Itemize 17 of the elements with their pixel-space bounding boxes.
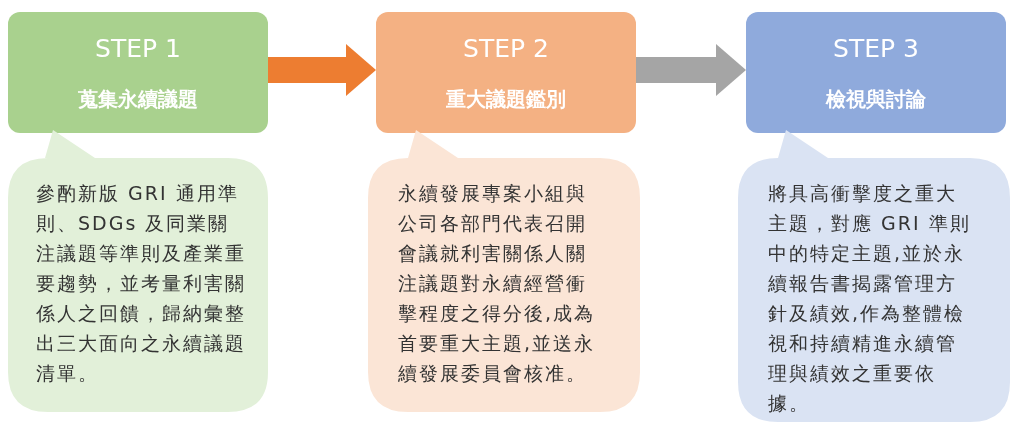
step-title: 重大議題鑑別 [445,86,567,113]
step-title: 蒐集永續議題 [77,86,199,113]
speech-bubble [738,130,1010,422]
description-text: 將具高衝擊度之重大主題，對應 GRI 準則中的特定主題,並於永續報告書揭露管理方針及績效,作為整體檢視和持續精進永續管理與績效之重要依據。 [768,181,972,416]
description-text: 永續發展專案小組與公司各部門代表召開會議就利害關係人關注議題對永續經營衝擊程度之得分後,成為首要重大主題,並送永續發展委員會核准。 [398,181,597,386]
step-box [8,12,268,133]
speech-bubble [8,130,268,412]
step-title: 檢視與討論 [824,86,927,113]
description-text: 參酌新版 GRI 通用準則、SDGs 及同業關注議題等準則及產業重要趨勢，並考量利害關係人之回饋，歸納彙整出三大面向之永續議題清單。 [36,181,247,386]
arrow [268,44,376,96]
step-box [376,12,636,133]
step-box [746,12,1006,133]
arrow [636,44,746,96]
speech-bubble [368,130,640,412]
step-heading: STEP 1 [94,34,182,63]
step-heading: STEP 2 [462,34,550,63]
step-heading: STEP 3 [832,34,920,63]
